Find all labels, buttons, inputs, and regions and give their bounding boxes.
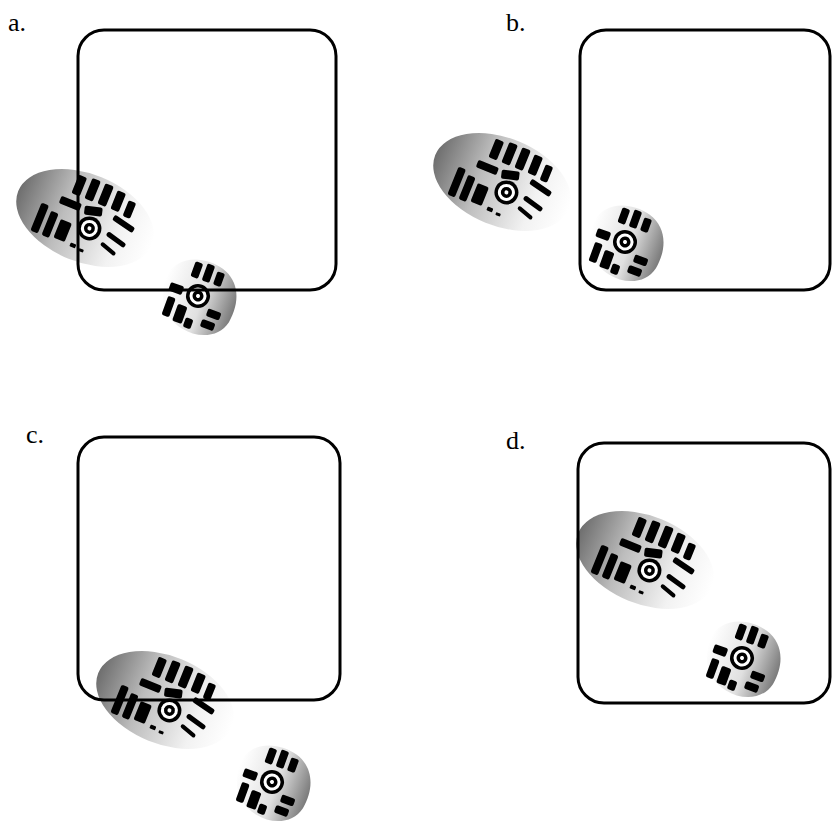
panel-letter: c.: [26, 422, 44, 448]
panel-letter: a.: [8, 10, 26, 36]
panel-letter: d.: [506, 428, 526, 454]
panel-letter: b.: [506, 10, 526, 36]
